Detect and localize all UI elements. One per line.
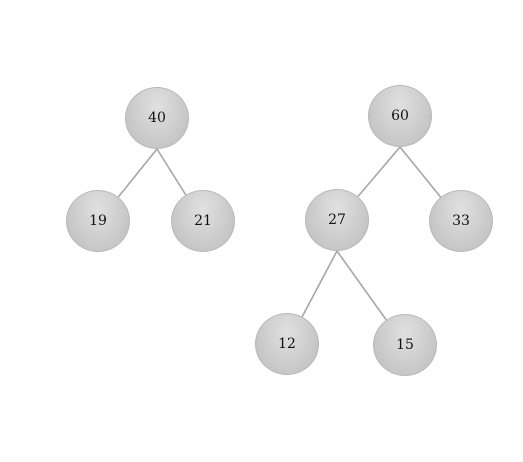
tree2-left-grandchild-node: 12 [255,313,319,375]
node-label: 60 [391,108,409,124]
tree2-left-child-node: 27 [305,189,369,251]
node-label: 33 [452,213,470,229]
node-label: 40 [148,110,166,126]
node-label: 12 [278,336,296,352]
tree2-root-node: 60 [368,85,432,147]
node-label: 15 [396,337,414,353]
tree1-right-child-node: 21 [171,190,235,252]
edge-n40-n19 [117,148,158,198]
node-label: 21 [194,213,212,229]
node-label: 19 [89,213,107,229]
edge-n60-n33 [399,146,442,198]
node-label: 27 [328,212,346,228]
edge-n27-n15 [336,250,387,321]
tree2-right-grandchild-node: 15 [373,314,437,376]
tree1-root-node: 40 [125,87,189,149]
edge-n60-n27 [357,146,401,198]
tree1-left-child-node: 19 [66,190,130,252]
edge-n40-n21 [156,148,187,196]
tree2-right-child-node: 33 [429,190,493,252]
edge-n27-n12 [301,250,338,318]
